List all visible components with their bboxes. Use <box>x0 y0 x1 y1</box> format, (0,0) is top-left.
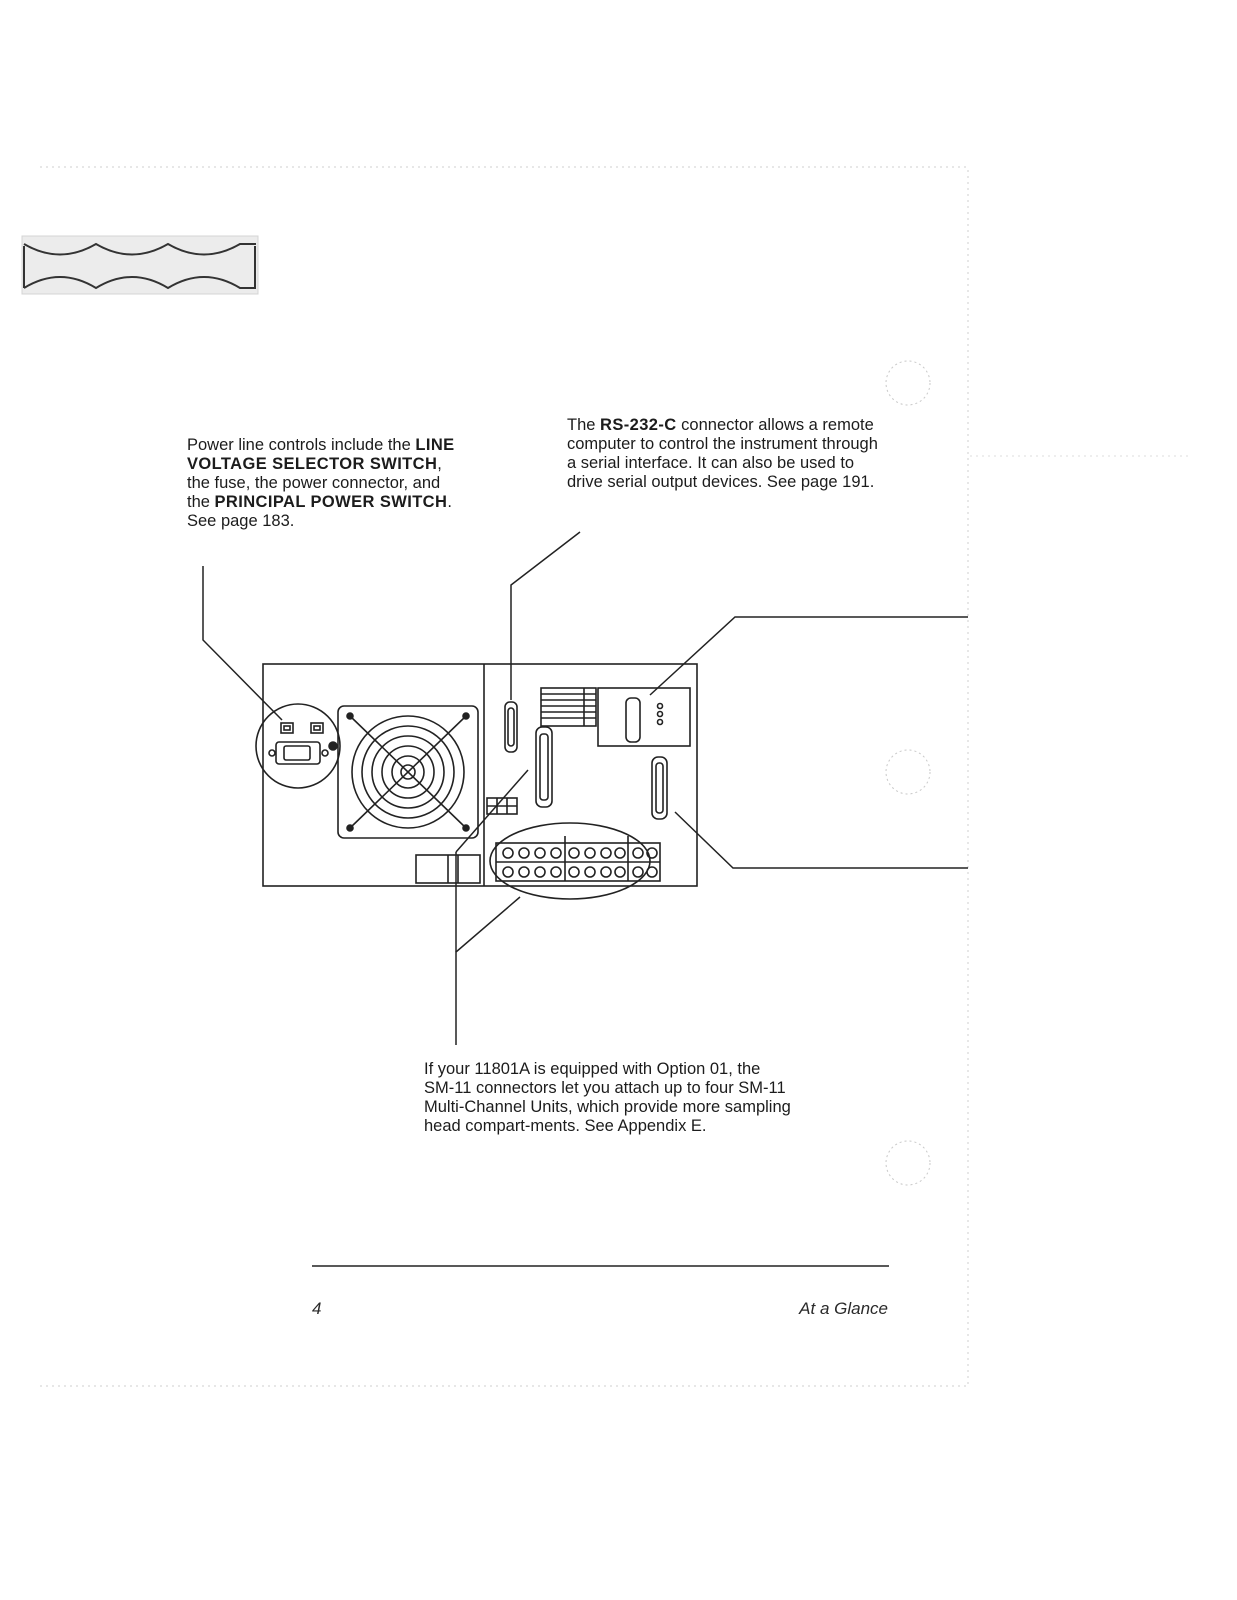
label-plate-icon <box>415 854 481 884</box>
rs232-leader-line <box>510 531 581 700</box>
power-callout-line1: Power line controls include the <box>187 436 411 454</box>
option-module-icon <box>597 687 691 747</box>
right-leader-line-top <box>649 616 968 696</box>
line-voltage-selector-label: LINE VOLTAGE SELECTOR SWITCH <box>187 436 455 473</box>
power-callout-text1: , the fuse, the power connector, and the <box>187 455 442 511</box>
binder-hole-icon <box>885 360 931 406</box>
rs232-callout: The RS-232-C connector allows a remote c… <box>567 416 887 492</box>
rs232-callout-post: connector allows a remote computer to co… <box>567 416 878 491</box>
section-title: At a Glance <box>799 1299 888 1318</box>
binder-hole-icon <box>885 1140 931 1186</box>
power-callout-see: See page 183. <box>187 512 295 530</box>
rs232-callout-pre: The <box>567 416 601 434</box>
rs232-label: RS-232-C <box>600 416 677 434</box>
right-leader-line-bottom <box>674 811 968 869</box>
sm11-callout: If your 11801A is equipped with Option 0… <box>424 1060 794 1136</box>
page-number: 4 <box>312 1299 322 1318</box>
power-line-callout: Power line controls include the LINE VOL… <box>187 436 457 531</box>
rs232-connector-icon <box>504 701 518 753</box>
sm11-connector-array-icon <box>489 822 661 900</box>
gpib-connector-icon <box>535 726 553 808</box>
centronics-connector-icon <box>651 756 668 820</box>
power-connector-icon <box>255 703 341 789</box>
small-grille-icon <box>486 797 518 815</box>
fan-icon <box>337 705 479 839</box>
principal-power-switch-label: PRINCIPAL POWER SWITCH <box>214 493 448 511</box>
sm11-leader-line <box>455 896 521 1045</box>
rear-panel-illustration <box>255 663 698 900</box>
sm11-callout-text: If your 11801A is equipped with Option 0… <box>424 1060 791 1135</box>
power-callout-text2: . <box>447 493 452 511</box>
grille-icon <box>540 687 597 727</box>
leader-lines <box>202 531 968 1267</box>
crosshatch-tab-icon <box>21 235 259 295</box>
power-leader-line <box>202 566 283 721</box>
binder-hole-icon <box>885 749 931 795</box>
